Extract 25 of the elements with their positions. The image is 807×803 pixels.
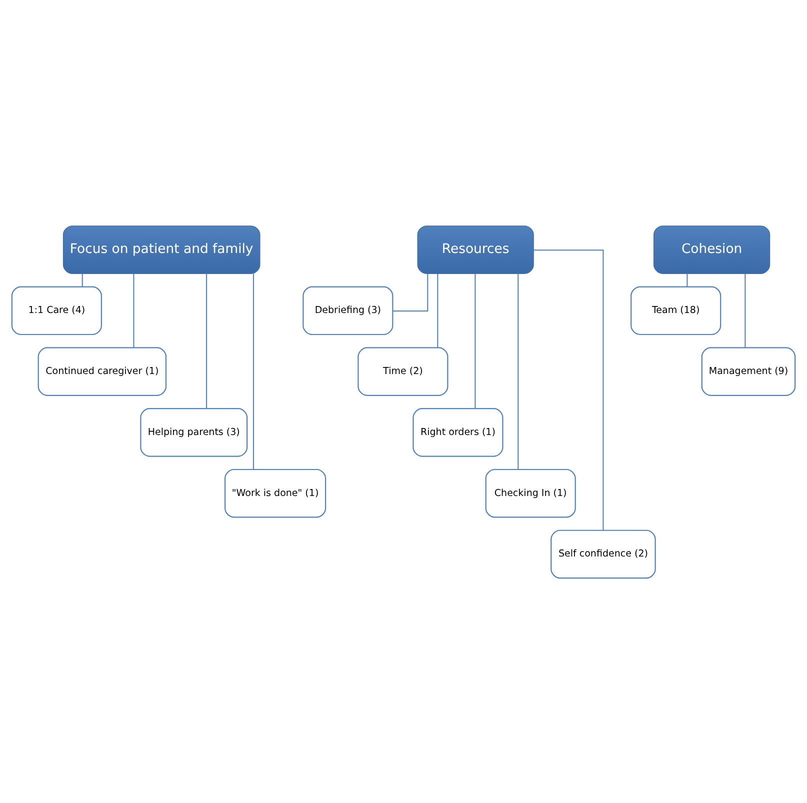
node-box: Management (9) — [701, 346, 796, 396]
connector — [392, 273, 428, 312]
connector — [133, 273, 134, 348]
node-box: Right orders (1) — [412, 408, 504, 456]
node-box: Continued caregiver (1) — [38, 346, 167, 396]
node-box: 1:1 Care (4) — [11, 286, 102, 335]
connector — [437, 273, 438, 348]
node-box: Team (18) — [630, 286, 722, 335]
connector — [252, 273, 254, 469]
node-box: Checking In (1) — [485, 468, 576, 518]
connector — [82, 273, 83, 286]
node-box: Cohesion — [653, 225, 770, 274]
connector — [686, 273, 688, 286]
node-box: Time (2) — [358, 346, 448, 396]
node-box: Debriefing (3) — [302, 286, 394, 335]
node-box: "Work is done" (1) — [224, 468, 326, 518]
node-box: Helping parents (3) — [140, 408, 248, 456]
connector — [518, 273, 519, 469]
connector — [744, 273, 746, 348]
connector — [206, 273, 208, 408]
connector — [474, 273, 476, 408]
node-box: Resources — [417, 225, 534, 274]
node-box: Focus on patient and family — [62, 225, 260, 274]
node-box: Self confidence (2) — [550, 529, 656, 578]
connector — [534, 249, 604, 530]
